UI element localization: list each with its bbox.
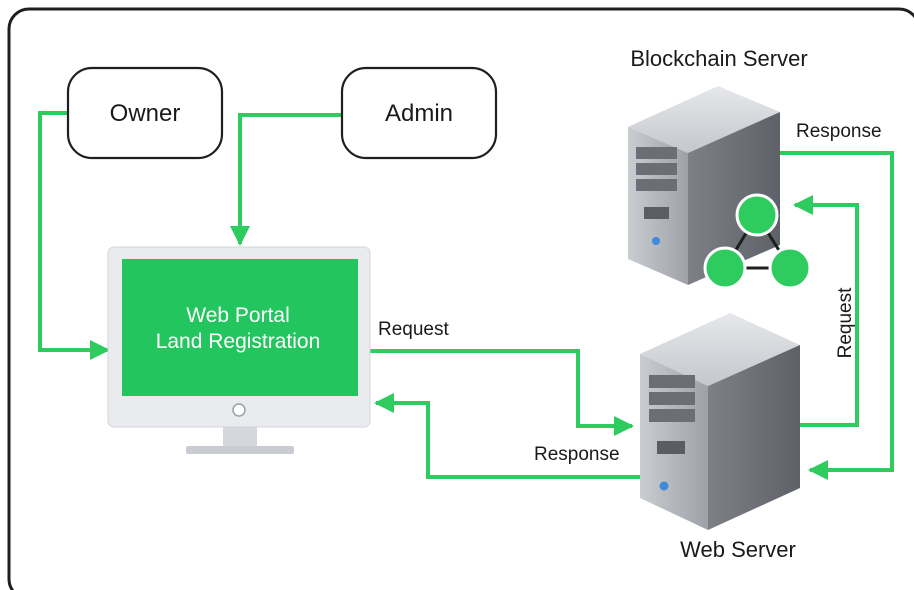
blockchain-to-webserver-arrow <box>780 151 894 480</box>
connectors <box>38 111 894 480</box>
owner-label: Owner <box>110 100 181 127</box>
monitor-icon: Web Portal Land Registration <box>107 246 371 454</box>
request-label-blockchain: Request <box>835 287 856 358</box>
admin-to-portal-arrow <box>230 113 342 246</box>
blockchain-network-icon <box>703 193 812 290</box>
response-label-portal: Response <box>534 444 620 465</box>
owner-box: Owner <box>66 66 224 160</box>
portal-screen <box>122 259 358 396</box>
blockchain-server-icon <box>628 86 780 285</box>
admin-box: Admin <box>340 66 498 160</box>
web-server-icon <box>640 313 800 530</box>
request-label-portal: Request <box>378 319 449 340</box>
portal-subtitle: Land Registration <box>156 330 321 353</box>
power-button-icon <box>232 403 246 417</box>
owner-to-portal-arrow <box>38 111 110 360</box>
webserver-to-portal-arrow <box>374 393 640 479</box>
portal-title: Web Portal <box>186 304 290 327</box>
blockchain-server-label: Blockchain Server <box>630 46 807 71</box>
portal-to-webserver-arrow <box>370 349 634 436</box>
web-server-label: Web Server <box>680 537 796 562</box>
admin-label: Admin <box>385 100 453 127</box>
response-label-blockchain: Response <box>796 121 882 142</box>
webserver-to-blockchain-arrow <box>793 195 859 427</box>
